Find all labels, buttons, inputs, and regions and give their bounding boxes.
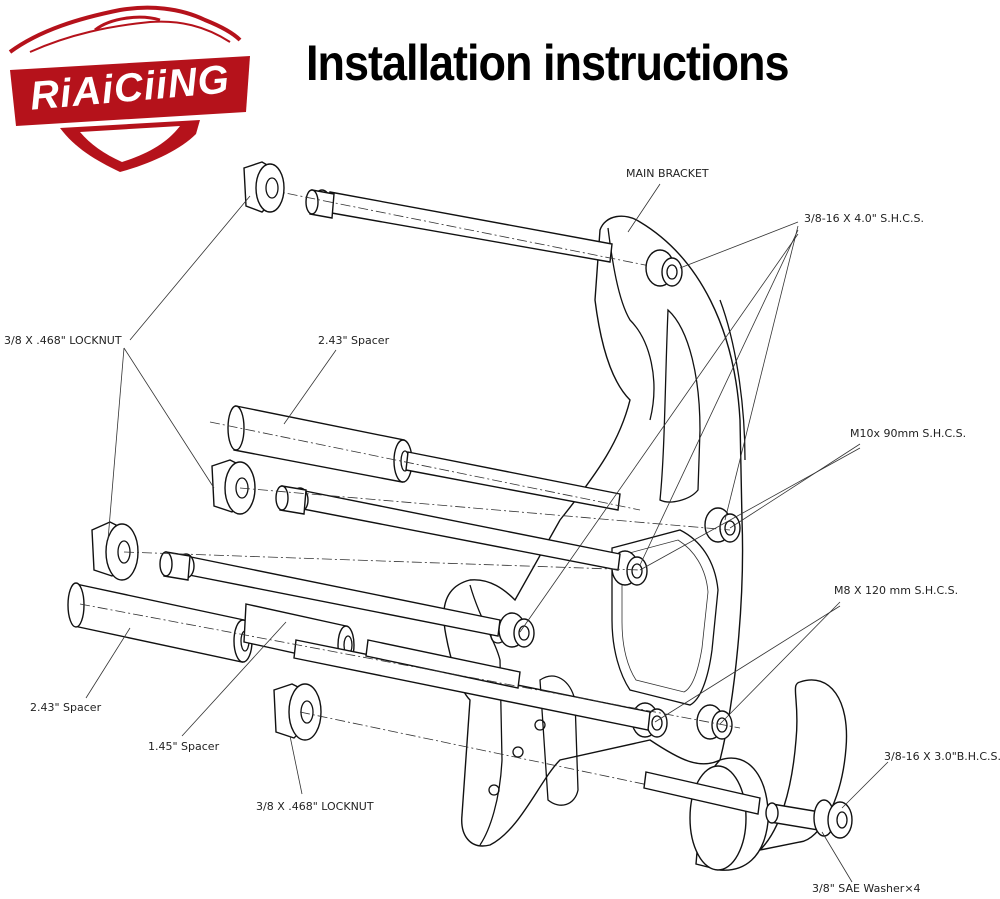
label-bhcs: 3/8-16 X 3.0"B.H.C.S. <box>884 750 1000 763</box>
bolt-head-1 <box>645 249 683 287</box>
locknut-top <box>243 161 285 213</box>
bracket-plate <box>611 529 719 706</box>
logo-graphic <box>8 5 250 172</box>
label-spacer-top: 2.43" Spacer <box>318 334 390 347</box>
bolt-shcs-top <box>305 189 613 263</box>
spacer-243-left <box>67 582 253 663</box>
label-spacer-145: 1.45" Spacer <box>148 740 220 753</box>
label-spacer-left: 2.43" Spacer <box>30 701 102 714</box>
label-main-bracket: MAIN BRACKET <box>626 167 709 180</box>
label-m10-shcs: M10x 90mm S.H.C.S. <box>850 427 967 440</box>
brand-logo: RiAiCiiNG <box>0 0 260 180</box>
bolt-m8 <box>159 551 501 637</box>
idler-pulley <box>643 679 853 871</box>
locknut-left <box>91 521 139 581</box>
spacer-243-top <box>227 405 413 483</box>
locknut-middle <box>211 459 256 515</box>
label-washer: 3/8" SAE Washer×4 <box>812 882 921 895</box>
label-shcs-4in: 3/8-16 X 4.0" S.H.C.S. <box>804 212 924 225</box>
locknut-bottom <box>273 683 322 741</box>
page-title: Installation instructions <box>306 34 790 92</box>
bolt-head-6 <box>696 704 733 740</box>
label-m8-shcs: M8 X 120 mm S.H.C.S. <box>834 584 959 597</box>
label-locknut-top: 3/8 X .468" LOCKNUT <box>4 334 122 347</box>
leader-lines <box>85 183 889 883</box>
label-locknut-bottom: 3/8 X .468" LOCKNUT <box>256 800 374 813</box>
